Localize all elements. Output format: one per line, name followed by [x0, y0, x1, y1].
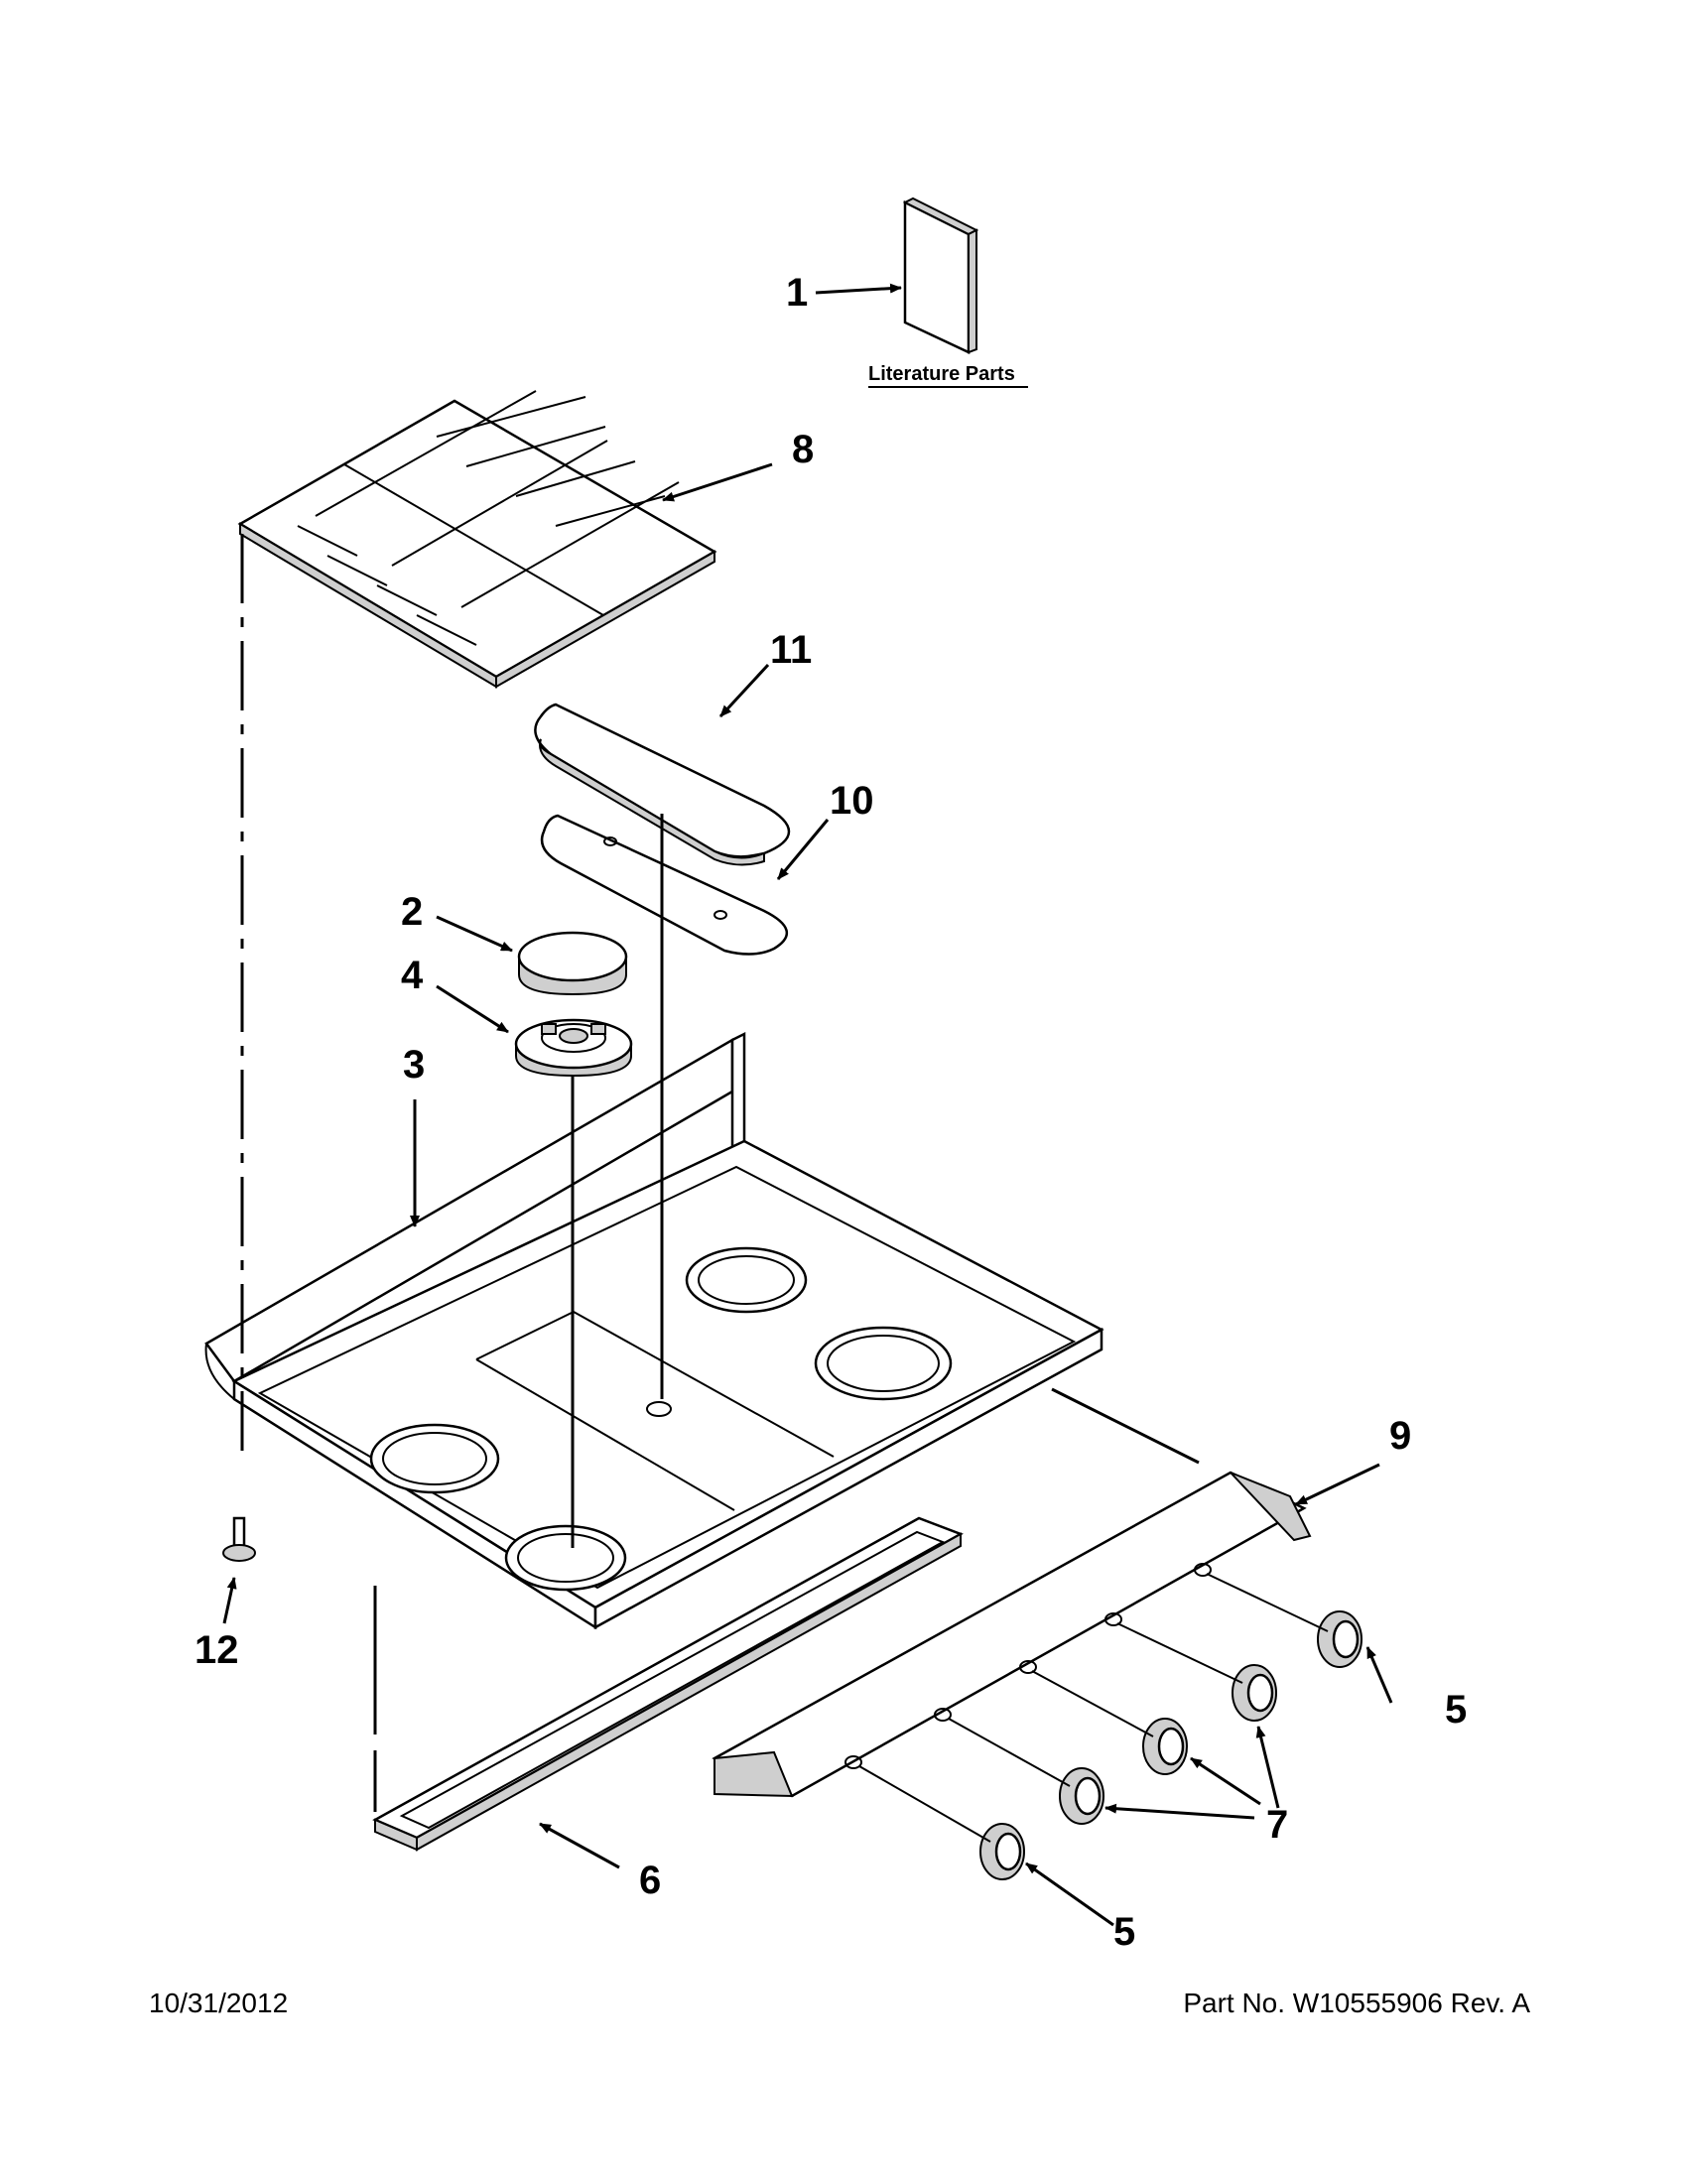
callout-4: 4	[401, 954, 424, 997]
callout-3: 3	[403, 1043, 425, 1087]
burner-cap	[517, 931, 628, 996]
leader-8	[662, 462, 773, 502]
leader-2	[436, 915, 513, 953]
callout-11: 11	[770, 628, 812, 672]
knob-3	[1142, 1718, 1188, 1775]
burner-trim-strip	[372, 1516, 964, 1852]
burner-grate	[237, 390, 717, 689]
footer-date: 10/31/2012	[149, 1988, 289, 2018]
leveling-leg	[222, 1516, 256, 1562]
leader-7b	[1190, 1756, 1261, 1806]
callout-5-bottom: 5	[1113, 1910, 1135, 1954]
leader-10	[776, 819, 830, 880]
leader-12	[222, 1577, 237, 1624]
callout-2: 2	[401, 890, 423, 934]
leader-11	[718, 663, 770, 718]
knob-4	[1232, 1664, 1277, 1722]
knob-front-left	[979, 1823, 1025, 1880]
griddle-cover	[534, 703, 791, 866]
control-panel	[712, 1471, 1312, 1798]
literature-parts-label: Literature Parts	[868, 363, 1015, 385]
guide-line-knob-1	[858, 1765, 991, 1843]
callout-7: 7	[1266, 1803, 1288, 1847]
leader-5b	[1025, 1862, 1114, 1927]
callout-5-right: 5	[1445, 1688, 1467, 1732]
leader-7c	[1104, 1803, 1255, 1820]
callout-9: 9	[1389, 1414, 1411, 1458]
leader-5a	[1365, 1646, 1393, 1704]
guide-line-knob-3	[1031, 1670, 1154, 1737]
knob-back-right	[1317, 1610, 1363, 1668]
leader-9	[1295, 1463, 1380, 1506]
guide-line-knob-5	[1206, 1573, 1329, 1632]
guide-line-panel	[1051, 1387, 1200, 1465]
griddle-plate	[540, 814, 789, 956]
cooktop-main-top	[204, 1031, 1104, 1630]
guide-line-knob-4	[1116, 1622, 1243, 1684]
callout-12: 12	[195, 1628, 239, 1672]
knob-2	[1059, 1767, 1104, 1825]
footer-part-number: Part No. W10555906 Rev. A	[1183, 1988, 1530, 2018]
leader-4	[436, 984, 509, 1034]
burner-base	[514, 1018, 633, 1078]
callout-1: 1	[786, 271, 808, 315]
callout-8: 8	[792, 428, 814, 471]
guide-line-knob-2	[948, 1718, 1071, 1787]
leader-6	[539, 1822, 620, 1869]
leader-1	[815, 283, 902, 295]
literature-booklet	[902, 196, 979, 354]
leader-7a	[1255, 1726, 1280, 1809]
callout-10: 10	[830, 779, 874, 823]
callout-6: 6	[639, 1859, 661, 1902]
